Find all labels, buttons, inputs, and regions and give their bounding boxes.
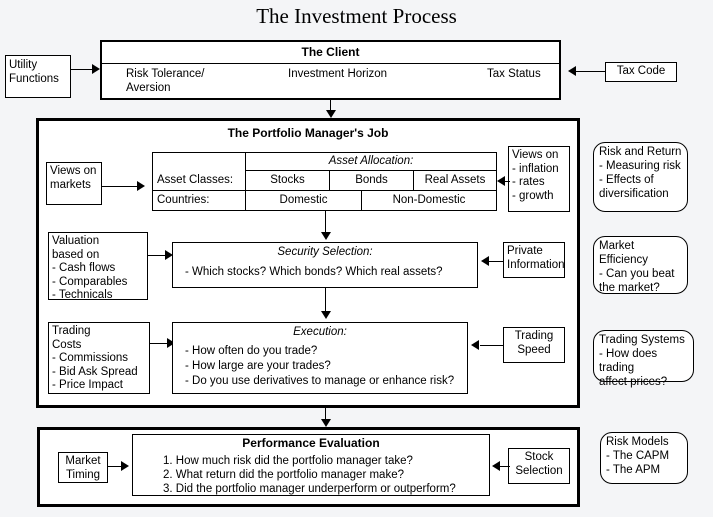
markets-to-allocation-arrow bbox=[137, 181, 145, 191]
execution-line-2: - How large are your trades? bbox=[185, 360, 331, 372]
costs-to-execution-arrow bbox=[167, 338, 175, 348]
security-selection-box: Security Selection: - Which stocks? Whic… bbox=[172, 242, 478, 288]
trading-speed-label: Trading Speed bbox=[514, 330, 554, 356]
tax-code-box: Tax Code bbox=[605, 62, 677, 82]
execution-line-3: - Do you use derivatives to manage or en… bbox=[185, 375, 455, 387]
portfolio-manager-header: The Portfolio Manager's Job bbox=[227, 126, 389, 140]
market-timing-label: Market Timing bbox=[65, 455, 101, 481]
asset-classes-label: Asset Classes: bbox=[157, 174, 234, 186]
security-to-execution-line bbox=[325, 288, 326, 312]
tax-code-label: Tax Code bbox=[616, 65, 666, 78]
utility-functions-label: Utility Functions bbox=[9, 59, 59, 85]
client-divider bbox=[102, 63, 559, 64]
utility-functions-box: Utility Functions bbox=[5, 55, 71, 98]
callout-risk-models: Risk Models - The CAPM - The APM bbox=[600, 432, 688, 484]
execution-caption: Execution: bbox=[293, 326, 347, 338]
security-selection-body: - Which stocks? Which bonds? Which real … bbox=[185, 266, 443, 278]
taxcode-to-client-arrow bbox=[568, 66, 576, 76]
countries-label: Countries: bbox=[157, 194, 210, 206]
pm-to-performance-arrow bbox=[321, 419, 331, 427]
market-timing-box: Market Timing bbox=[58, 452, 108, 483]
client-risk-tolerance-label: Risk Tolerance/ Aversion bbox=[126, 68, 205, 94]
allocation-to-security-line bbox=[325, 211, 326, 233]
speed-to-execution-line bbox=[480, 345, 504, 346]
private-information-label: Private Information bbox=[507, 245, 565, 271]
performance-line-3: 3. Did the portfolio manager underperfor… bbox=[163, 483, 456, 495]
inflation-to-allocation-arrow bbox=[497, 176, 505, 186]
utility-to-client-line bbox=[71, 69, 93, 70]
bonds-label: Bonds bbox=[355, 174, 388, 186]
callout-trading-systems-text: Trading Systems - How does trading affec… bbox=[599, 334, 685, 388]
page-title: The Investment Process bbox=[256, 4, 457, 28]
inflation-to-allocation-line bbox=[505, 181, 510, 182]
callout-risk-and-return-text: Risk and Return - Measuring risk - Effec… bbox=[599, 146, 682, 200]
asset-class-cell-bonds: Bonds bbox=[329, 170, 414, 191]
costs-to-execution-line bbox=[150, 343, 168, 344]
speed-to-execution-arrow bbox=[471, 340, 479, 350]
valuation-label: Valuation based on - Cash flows - Compar… bbox=[52, 235, 128, 301]
private-to-security-line bbox=[489, 261, 504, 262]
security-to-execution-arrow bbox=[321, 311, 331, 319]
trading-costs-box: Trading Costs - Commissions - Bid Ask Sp… bbox=[48, 322, 150, 394]
valuation-box: Valuation based on - Cash flows - Compar… bbox=[48, 232, 148, 301]
asset-allocation-caption: Asset Allocation: bbox=[328, 155, 414, 167]
execution-line-1: - How often do you trade? bbox=[185, 345, 318, 357]
callout-market-efficiency: Market Efficiency - Can you beat the mar… bbox=[593, 236, 688, 294]
performance-line-2: 2. What return did the portfolio manager… bbox=[163, 469, 404, 481]
stock-selection-label: Stock Selection bbox=[515, 451, 563, 477]
client-tax-status-label: Tax Status bbox=[487, 68, 541, 80]
pm-to-performance-line bbox=[325, 408, 326, 420]
client-investment-horizon-label: Investment Horizon bbox=[288, 68, 388, 80]
views-on-markets-box: Views on markets bbox=[46, 162, 102, 205]
private-to-security-arrow bbox=[481, 256, 489, 266]
markets-to-allocation-line bbox=[102, 186, 138, 187]
performance-evaluation-header: Performance Evaluation bbox=[242, 436, 380, 450]
callout-market-efficiency-text: Market Efficiency - Can you beat the mar… bbox=[599, 240, 675, 294]
real-assets-label: Real Assets bbox=[424, 174, 486, 186]
valuation-to-security-line bbox=[148, 255, 166, 256]
stock-selection-box: Stock Selection bbox=[508, 448, 570, 484]
views-on-markets-label: Views on markets bbox=[50, 165, 97, 191]
client-to-pm-line bbox=[330, 100, 331, 112]
performance-line-1: 1. How much risk did the portfolio manag… bbox=[163, 455, 413, 467]
asset-classes-label-cell: Asset Classes: bbox=[152, 152, 246, 191]
countries-label-cell: Countries: bbox=[152, 190, 246, 211]
timing-to-performance-arrow bbox=[121, 461, 129, 471]
stock-to-performance-arrow bbox=[492, 461, 500, 471]
allocation-to-security-arrow bbox=[321, 232, 331, 240]
callout-risk-models-text: Risk Models - The CAPM - The APM bbox=[606, 436, 670, 476]
trading-speed-box: Trading Speed bbox=[503, 327, 565, 363]
country-cell-domestic: Domestic bbox=[245, 190, 362, 211]
security-selection-caption: Security Selection: bbox=[277, 246, 373, 258]
country-cell-non-domestic: Non-Domestic bbox=[361, 190, 497, 211]
client-to-pm-arrow bbox=[326, 110, 336, 118]
callout-risk-and-return: Risk and Return - Measuring risk - Effec… bbox=[593, 142, 688, 212]
trading-costs-label: Trading Costs - Commissions - Bid Ask Sp… bbox=[52, 325, 138, 391]
views-on-inflation-label: Views on - inflation - rates - growth bbox=[512, 149, 559, 202]
timing-to-performance-line bbox=[108, 466, 122, 467]
valuation-to-security-arrow bbox=[165, 250, 173, 260]
taxcode-to-client-line bbox=[576, 71, 606, 72]
stock-to-performance-line bbox=[500, 466, 510, 467]
private-information-box: Private Information bbox=[503, 242, 565, 278]
stocks-label: Stocks bbox=[270, 174, 305, 186]
domestic-label: Domestic bbox=[279, 194, 328, 206]
utility-to-client-arrow bbox=[92, 64, 100, 74]
client-header: The Client bbox=[301, 45, 360, 59]
client-box: The Client Risk Tolerance/ Aversion Inve… bbox=[100, 40, 561, 100]
callout-trading-systems: Trading Systems - How does trading affec… bbox=[593, 330, 694, 388]
non-domestic-label: Non-Domestic bbox=[392, 194, 466, 206]
asset-allocation-caption-cell: Asset Allocation: bbox=[245, 152, 497, 171]
views-on-inflation-box: Views on - inflation - rates - growth bbox=[508, 146, 570, 212]
asset-class-cell-stocks: Stocks bbox=[245, 170, 330, 191]
execution-box: Execution: - How often do you trade? - H… bbox=[172, 322, 468, 394]
performance-evaluation-box: Performance Evaluation 1. How much risk … bbox=[132, 434, 490, 496]
asset-class-cell-real-assets: Real Assets bbox=[413, 170, 497, 191]
